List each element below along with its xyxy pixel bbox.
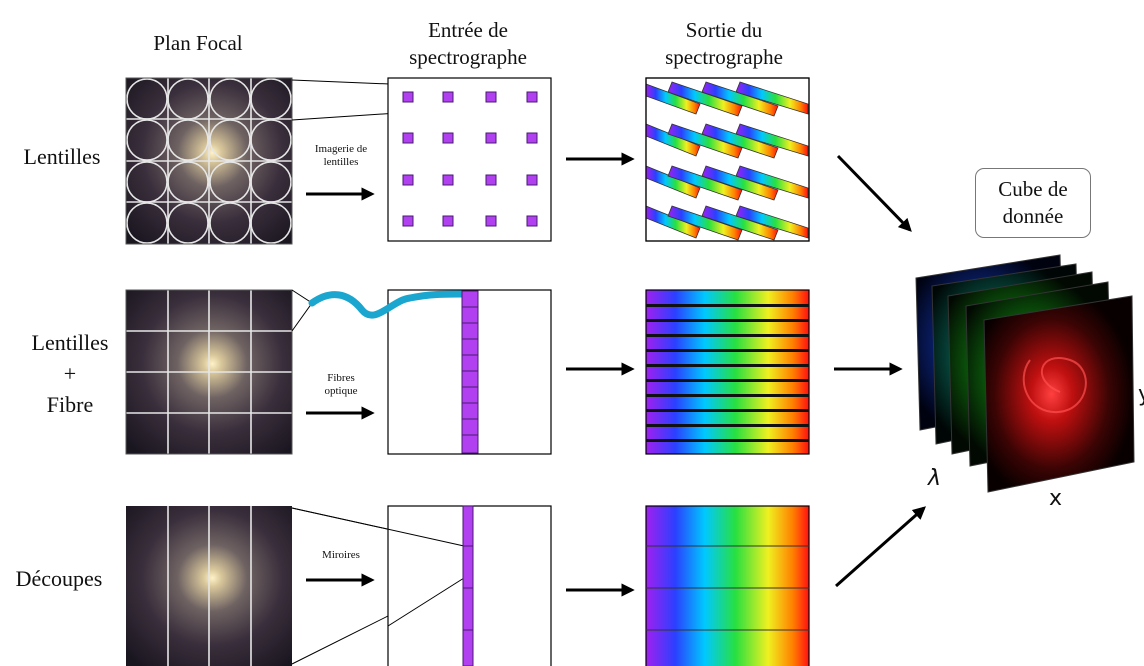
- spectrograph-input-slicer: [291, 505, 552, 666]
- data-cube-label: Cube de donnée: [975, 168, 1091, 238]
- row-label-lenslets-fiber: Lentilles + Fibre: [31, 330, 109, 417]
- galaxy-image-lenslets: [125, 77, 293, 245]
- galaxy-image-slicer: [126, 506, 292, 666]
- axis-x-label: x: [1049, 486, 1063, 511]
- row-label-slicer: Découpes: [15, 566, 103, 591]
- data-cube: [915, 254, 1135, 493]
- arrow-label-lenslet-imaging: Imagerie de lentilles: [314, 143, 368, 168]
- header-spectrograph-output: Sortie du spectrographe: [665, 18, 783, 69]
- header-focal-plane: Plan Focal: [153, 31, 243, 55]
- galaxy-image-fiber: [125, 289, 293, 455]
- arrow-to-cube-row3: [835, 506, 926, 588]
- arrow-label-mirrors: Miroires: [322, 549, 360, 561]
- axis-lambda-label: λ: [928, 466, 942, 491]
- spectrograph-output-slicer: [645, 505, 810, 666]
- spectrograph-output-fiber: [645, 289, 810, 455]
- header-spectrograph-input: Entrée de spectrographe: [409, 18, 527, 69]
- row-label-lenslets: Lentilles: [23, 144, 101, 169]
- arrow-label-optical-fibers: Fibres optique: [324, 372, 358, 397]
- spectrograph-output-lenslets: [645, 77, 810, 242]
- spectrograph-input-fiber: [291, 289, 552, 455]
- axis-y-label: y: [1138, 382, 1144, 407]
- arrow-to-cube-row1: [836, 154, 912, 232]
- flow-arrows: [306, 152, 926, 597]
- spectrograph-input-lenslets: [291, 77, 552, 242]
